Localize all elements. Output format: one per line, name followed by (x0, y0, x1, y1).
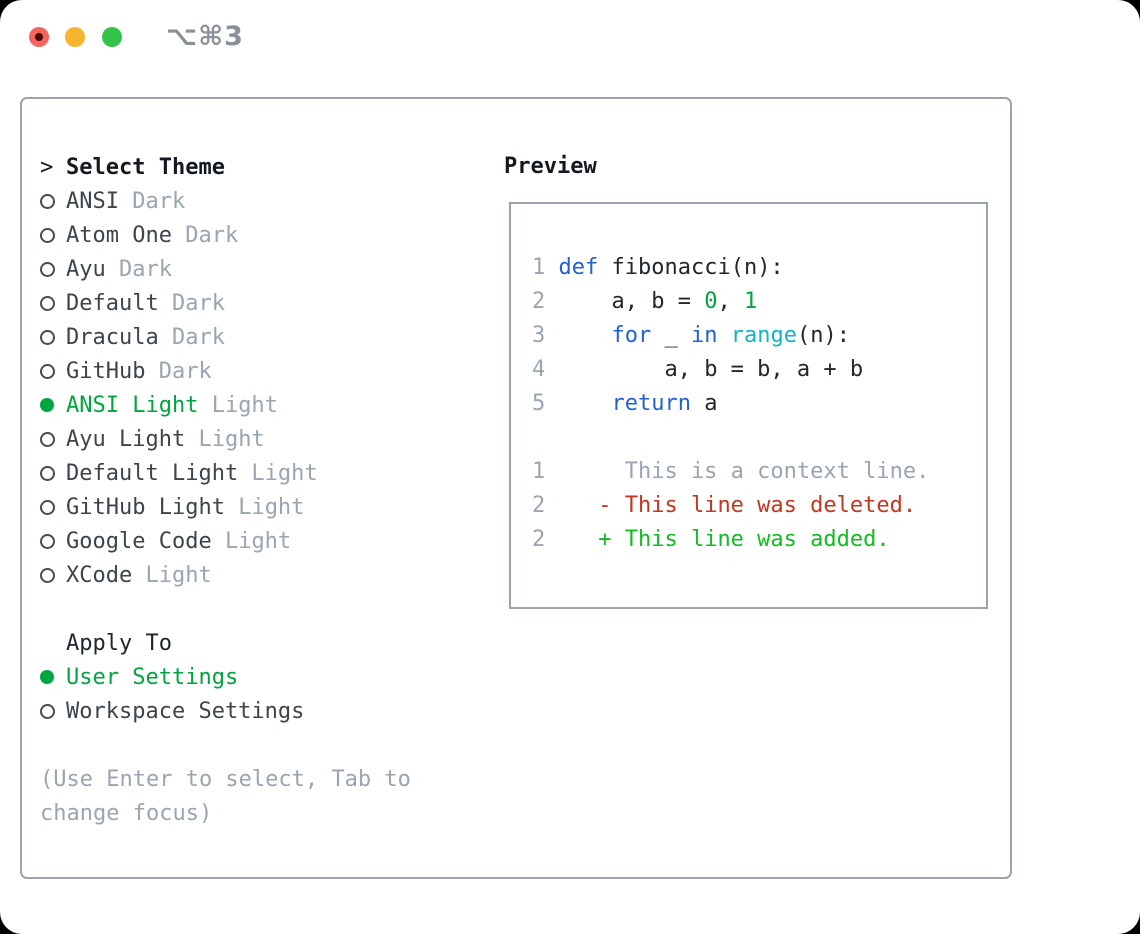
theme-name: ANSI Light (66, 392, 199, 418)
theme-name: Ayu (66, 256, 106, 282)
preview-code: 1 def fibonacci(n): 2 a, b = 0, 1 3 for _ … (532, 251, 986, 557)
radio-unselected-icon (40, 524, 66, 558)
theme-name: ANSI (66, 188, 119, 214)
theme-variant-tag: Light (198, 392, 278, 418)
theme-name: Google Code (66, 528, 212, 554)
theme-menu-header: > Select Theme (40, 150, 318, 184)
theme-option-github-light[interactable]: GitHub Light Light (40, 490, 318, 524)
preview-code-line: 2 + This line was added. (532, 527, 890, 552)
preview-code-line (532, 421, 986, 455)
theme-variant-tag: Light (132, 562, 212, 588)
apply-to-title: Apply To (66, 630, 172, 656)
preview-code-line: 1 def fibonacci(n): (532, 255, 784, 280)
preview-pane: 1 def fibonacci(n): 2 a, b = 0, 1 3 for _ … (509, 202, 988, 609)
theme-variant-tag: Dark (118, 188, 186, 214)
theme-variant-tag: Light (211, 528, 292, 554)
theme-name: XCode (66, 562, 133, 588)
help-hint-line: change focus) (40, 800, 213, 826)
radio-unselected-icon (40, 694, 66, 728)
theme-name: Default Light (66, 460, 239, 486)
theme-name: Ayu Light (66, 426, 186, 452)
radio-unselected-icon (40, 218, 66, 252)
radio-unselected-icon (40, 354, 66, 388)
help-hint: (Use Enter to select, Tab to change focu… (40, 762, 411, 830)
minimize-button[interactable] (65, 27, 85, 47)
theme-name: Atom One (66, 222, 172, 248)
window-shortcut-label: ⌥⌘3 (166, 21, 244, 52)
radio-unselected-icon (40, 252, 66, 286)
theme-option-google-code[interactable]: Google Code Light (40, 524, 318, 558)
theme-option-ansi[interactable]: ANSI Dark (40, 184, 318, 218)
theme-option-ayu-light[interactable]: Ayu Light Light (40, 422, 318, 456)
help-hint-line: (Use Enter to select, Tab to (40, 766, 411, 792)
apply-option-workspace-settings[interactable]: Workspace Settings (40, 694, 304, 728)
theme-variant-tag: Dark (145, 358, 212, 384)
apply-to-header: Apply To (40, 626, 304, 660)
zoom-button[interactable] (102, 27, 122, 47)
selection-prompt-icon: > (40, 154, 54, 180)
radio-unselected-icon (40, 422, 66, 456)
theme-variant-tag: Light (185, 426, 265, 452)
theme-menu-title: Select Theme (66, 154, 225, 180)
theme-variant-tag: Light (224, 494, 305, 520)
theme-name: GitHub Light (66, 494, 225, 520)
close-button[interactable] (29, 27, 49, 47)
theme-option-atom-one[interactable]: Atom One Dark (40, 218, 318, 252)
theme-option-dracula[interactable]: Dracula Dark (40, 320, 318, 354)
radio-unselected-icon (40, 456, 66, 490)
radio-unselected-icon (40, 184, 66, 218)
apply-option-user-settings[interactable]: User Settings (40, 660, 304, 694)
preview-code-line: 2 a, b = 0, 1 (532, 289, 758, 314)
theme-variant-tag: Dark (105, 256, 172, 282)
radio-unselected-icon (40, 320, 66, 354)
titlebar: ⌥⌘3 (0, 0, 1140, 75)
preview-code-line: 3 for _ in range(n): (532, 323, 850, 348)
radio-unselected-icon (40, 490, 66, 524)
theme-option-ayu[interactable]: Ayu Dark (40, 252, 318, 286)
radio-unselected-icon (40, 286, 66, 320)
theme-name: Dracula (66, 324, 159, 350)
preview-code-line: 5 return a (532, 391, 718, 416)
apply-option-label: User Settings (66, 664, 239, 690)
theme-variant-tag: Dark (171, 222, 239, 248)
indent-spacer (40, 626, 66, 660)
theme-option-default-light[interactable]: Default Light Light (40, 456, 318, 490)
preview-code-line: 1 This is a context line. (532, 459, 930, 484)
theme-name: Default (66, 290, 159, 316)
theme-option-default[interactable]: Default Dark (40, 286, 318, 320)
theme-option-ansi-light[interactable]: ANSI Light Light (40, 388, 318, 422)
theme-option-xcode[interactable]: XCode Light (40, 558, 318, 592)
preview-code-line: 4 a, b = b, a + b (532, 357, 864, 382)
theme-name: GitHub (66, 358, 146, 384)
theme-variant-tag: Light (238, 460, 318, 486)
radio-selected-icon (40, 388, 66, 422)
radio-selected-icon (40, 660, 66, 694)
apply-option-label: Workspace Settings (66, 698, 305, 724)
theme-variant-tag: Dark (158, 324, 225, 350)
theme-variant-tag: Dark (158, 290, 225, 316)
preview-title: Preview (504, 154, 597, 179)
radio-unselected-icon (40, 558, 66, 592)
theme-option-github[interactable]: GitHub Dark (40, 354, 318, 388)
preview-code-line: 2 - This line was deleted. (532, 493, 917, 518)
